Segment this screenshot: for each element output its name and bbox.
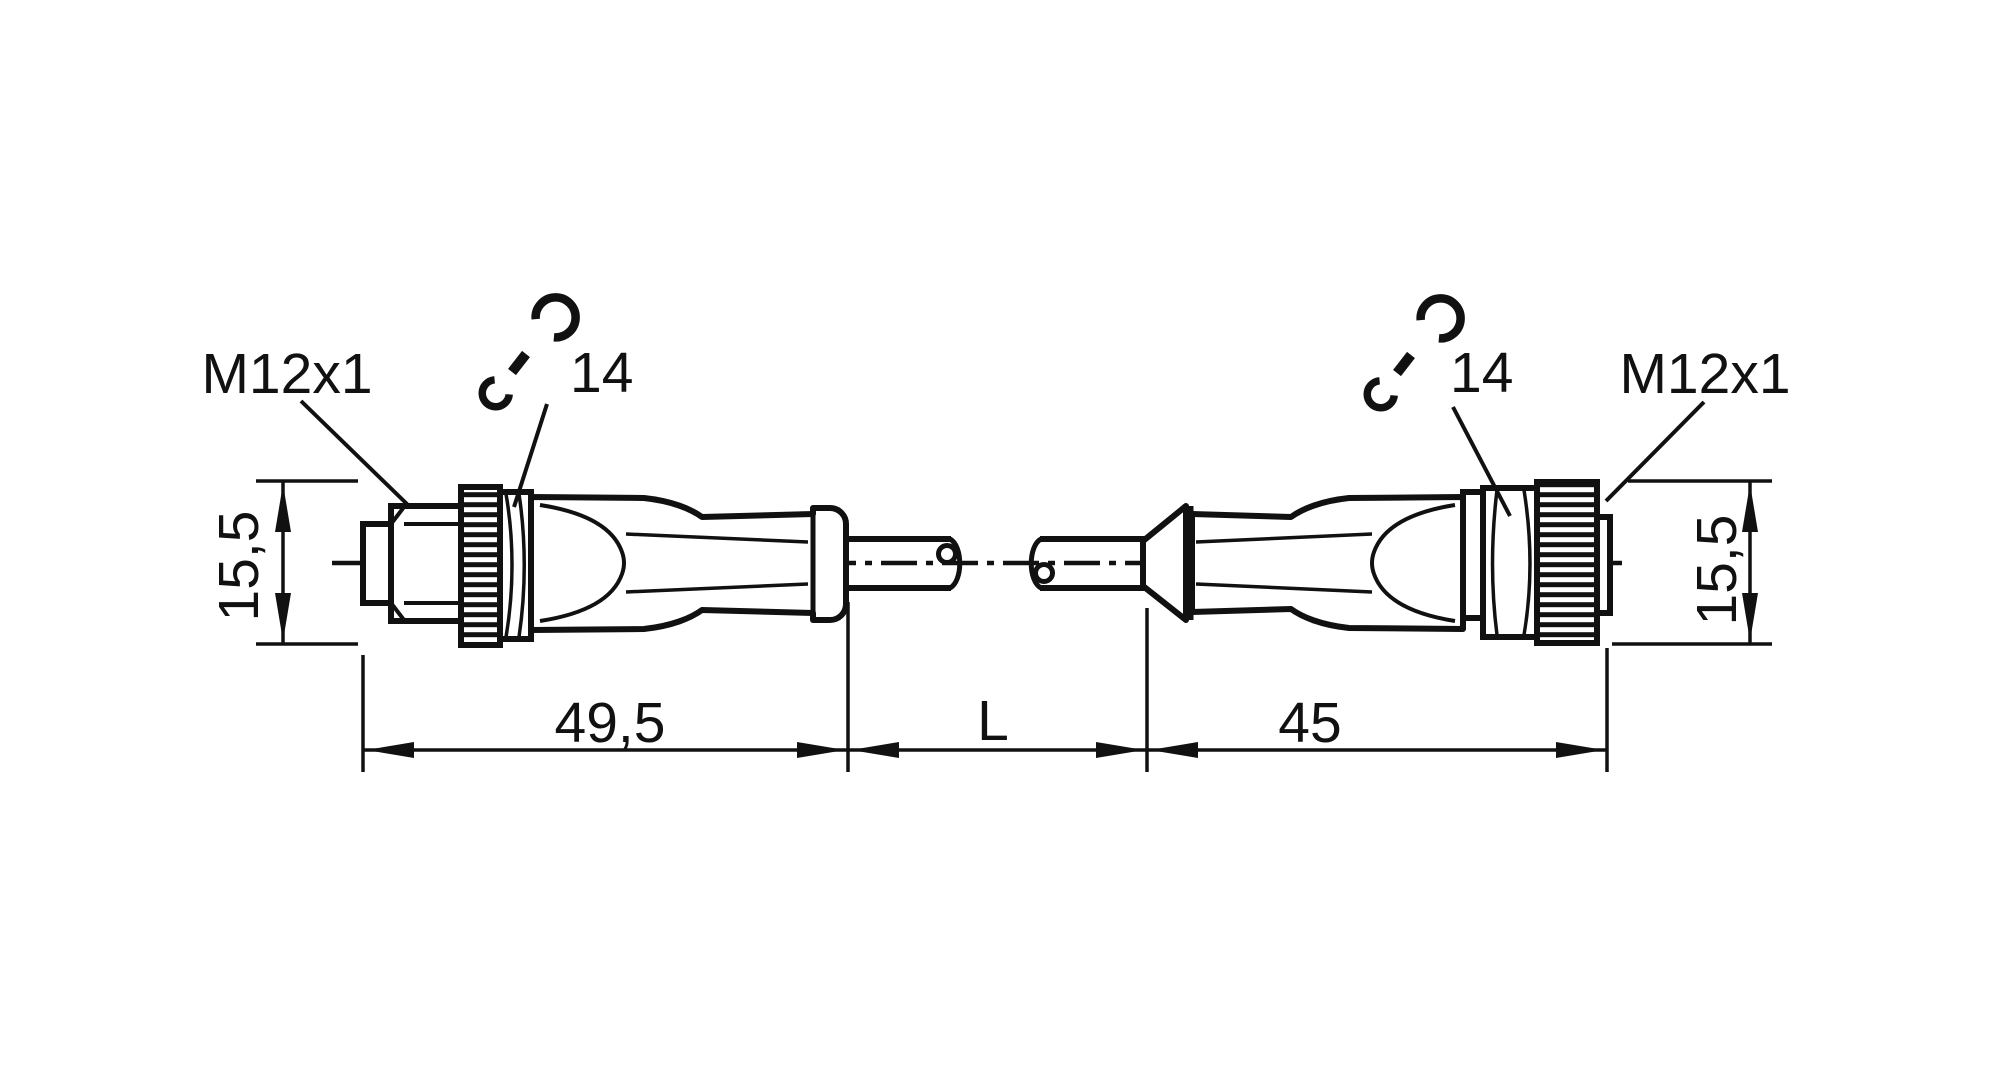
right-connector-drawing xyxy=(1140,479,1613,646)
right-bell xyxy=(1140,503,1189,623)
right-socket-face xyxy=(1594,514,1613,616)
leader-left-wrench xyxy=(512,403,549,508)
leader-right-thread xyxy=(1604,400,1706,503)
left-wrench-size-label: 14 xyxy=(570,341,633,405)
cable-left-stub xyxy=(846,536,963,591)
leader-right-wrench xyxy=(1451,406,1512,517)
leader-lines xyxy=(299,399,1706,517)
wrench-icon xyxy=(1363,294,1465,412)
left-nut-band xyxy=(497,489,534,642)
right-knurl-band xyxy=(1534,479,1600,646)
right-wrench-size-label: 14 xyxy=(1450,341,1513,405)
dim-right-diameter: 15,5 xyxy=(1685,515,1749,626)
left-thread-tip xyxy=(360,521,394,606)
cable-right-stub xyxy=(1028,536,1145,591)
left-connector-drawing xyxy=(360,484,849,648)
left-knurl-band xyxy=(458,484,503,648)
cable-break-left xyxy=(948,536,963,591)
left-thread-label: M12x1 xyxy=(201,342,372,406)
left-grip-body xyxy=(528,494,849,633)
right-thread-label: M12x1 xyxy=(1619,342,1790,406)
dim-cable-length: L xyxy=(977,689,1009,753)
cable-break-right xyxy=(1028,536,1043,591)
wrench-icon xyxy=(478,293,580,411)
dimension-arrows xyxy=(275,484,1758,758)
leader-left-thread xyxy=(299,399,410,507)
right-grip-body xyxy=(1189,494,1466,632)
dimension-lines xyxy=(256,479,1772,772)
dim-left-diameter: 15,5 xyxy=(207,511,271,622)
dim-left-length: 49,5 xyxy=(555,691,666,755)
dim-right-length: 45 xyxy=(1278,691,1341,755)
